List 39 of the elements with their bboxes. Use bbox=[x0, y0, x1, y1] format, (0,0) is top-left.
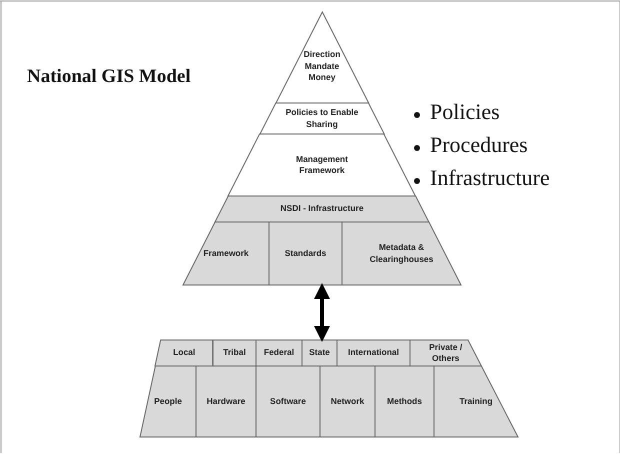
tier-label: Framework bbox=[203, 248, 249, 260]
pyramid-tier bbox=[215, 196, 429, 222]
base-cell bbox=[140, 366, 196, 437]
tier-label: International bbox=[348, 347, 399, 359]
base-cell bbox=[375, 366, 434, 437]
base-cell bbox=[337, 340, 410, 366]
base-cell bbox=[256, 340, 302, 366]
tier-label: State bbox=[309, 347, 330, 359]
double-arrow bbox=[314, 283, 330, 342]
base-cell bbox=[410, 340, 482, 366]
pyramid-cell bbox=[342, 222, 461, 285]
base-cell bbox=[196, 366, 256, 437]
tier-label: Tribal bbox=[223, 347, 246, 359]
base-cell bbox=[256, 366, 320, 437]
tier-label: Training bbox=[459, 396, 493, 408]
tier-label: Metadata & Clearinghouses bbox=[368, 242, 434, 265]
tier-label: Federal bbox=[264, 347, 294, 359]
tier-label: Software bbox=[270, 396, 306, 408]
base-cell bbox=[302, 340, 337, 366]
pyramid-cell bbox=[269, 222, 342, 285]
tier-label: Standards bbox=[284, 248, 326, 260]
tier-label: Private / Others bbox=[428, 342, 464, 364]
tier-label: Policies to Enable Sharing bbox=[284, 107, 360, 130]
title: National GIS Model bbox=[27, 66, 191, 88]
tier-label: Local bbox=[173, 347, 196, 359]
tier-label: Management Framework bbox=[295, 154, 349, 176]
base-cell bbox=[320, 366, 375, 437]
bullet-text: Policies bbox=[430, 99, 500, 125]
tier-label: Methods bbox=[387, 396, 422, 408]
pyramid-cell bbox=[183, 222, 269, 285]
tier-label: NSDI - Infrastructure bbox=[280, 203, 364, 215]
base-cell bbox=[213, 340, 256, 366]
tier-label: Direction Mandate Money bbox=[302, 49, 342, 84]
bullet-text: Infrastructure bbox=[430, 165, 550, 191]
bullet-text: Procedures bbox=[430, 132, 528, 158]
tier-label: People bbox=[154, 396, 182, 408]
base-cell bbox=[155, 340, 213, 366]
tier-label: Hardware bbox=[206, 396, 246, 408]
tier-label: Network bbox=[330, 396, 364, 408]
